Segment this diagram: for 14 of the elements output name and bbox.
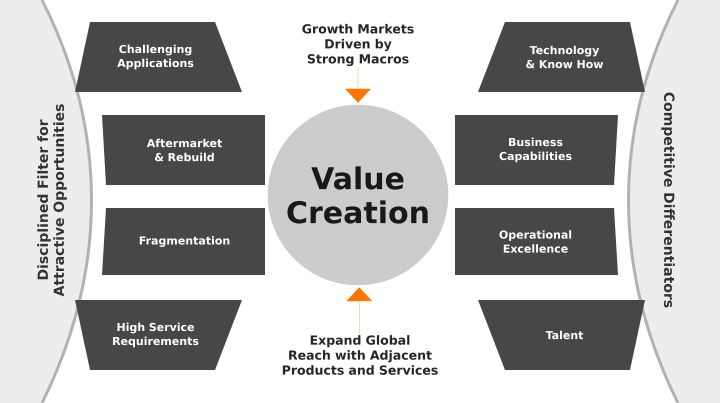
label-box: Technology & Know How xyxy=(478,22,645,92)
label-box: High Service Requirements xyxy=(75,300,242,370)
label-box: Challenging Applications xyxy=(75,22,242,92)
side-band: Disciplined Filter for Attractive Opportunities xyxy=(0,0,93,403)
label-box: Aftermarket & Rebuild xyxy=(102,115,265,185)
label-box: Talent xyxy=(478,300,645,370)
arrow xyxy=(346,287,372,334)
label-box: Business Capabilities xyxy=(455,115,618,185)
label-box: Fragmentation xyxy=(102,208,265,275)
label-box: Operational Excellence xyxy=(455,208,618,275)
heading-text: Expand Global Reach with Adjacent Products and Services xyxy=(282,335,438,375)
arrow xyxy=(345,67,371,103)
heading-text: Growth Markets Driven by Strong Macros xyxy=(302,24,414,66)
side-band: Competitive Differentiators xyxy=(627,0,720,403)
